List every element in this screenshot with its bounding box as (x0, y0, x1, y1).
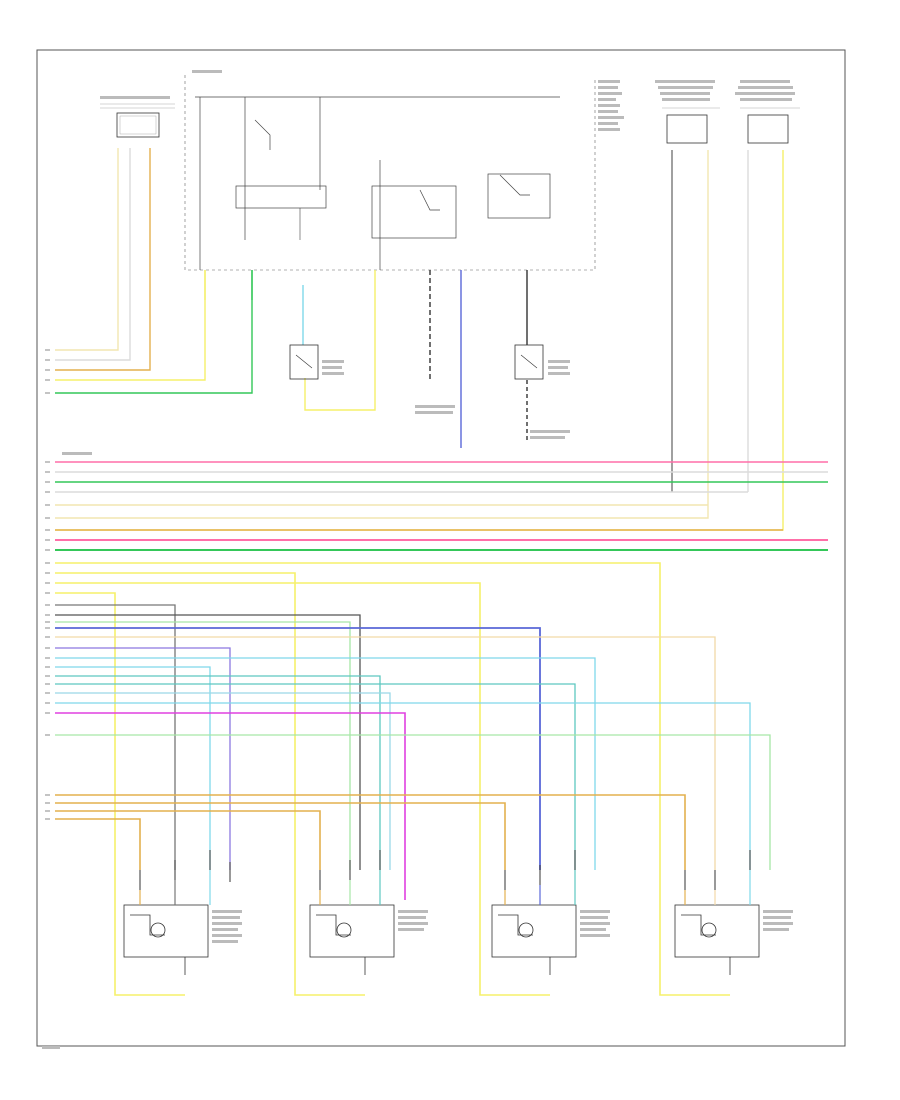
top-left-module (100, 103, 175, 138)
right-module-2 (740, 107, 800, 144)
right-module-1 (662, 107, 720, 144)
center-switch (289, 344, 319, 380)
actuator-1 (123, 904, 209, 975)
horizontal-bus (55, 461, 828, 551)
right-switch (514, 344, 544, 380)
connector-marks (139, 850, 751, 890)
fuse-relay-block (184, 75, 596, 271)
diagram-frame (36, 49, 846, 1047)
left-pin-ticks (45, 349, 50, 820)
illegible-label-blocks (42, 70, 795, 1049)
relay-block-wires (204, 270, 528, 448)
actuator-drops (139, 870, 751, 905)
actuator-2 (309, 904, 395, 975)
module-wires-left (55, 148, 253, 394)
actuator-3 (491, 904, 577, 975)
right-module-wires (55, 150, 784, 531)
actuator-4 (674, 904, 760, 975)
distribution-wires (55, 562, 771, 996)
